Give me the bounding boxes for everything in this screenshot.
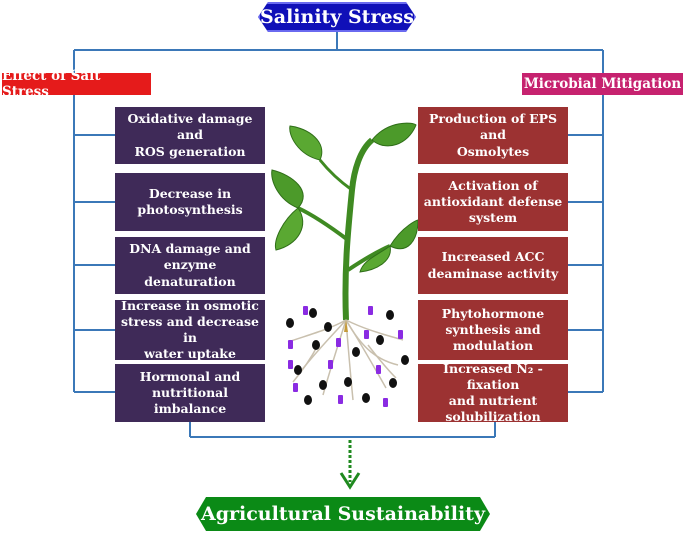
down-arrow-icon [339,440,361,490]
mitigation-box-2: Activation of antioxidant defense system [418,173,568,231]
effect-text: DNA damage and enzyme denaturation [129,241,251,289]
mitigation-box-3: Increased ACC deaminase activity [418,237,568,294]
mitigation-heading: Microbial Mitigation [522,73,683,95]
mitigation-heading-text: Microbial Mitigation [523,76,682,92]
effect-box-4: Increase in osmotic stress and decrease … [115,297,265,362]
mitigation-text: Increased ACC deaminase activity [427,249,559,281]
outcome-banner: Agricultural Sustainability [196,497,490,531]
mitigation-box-1: Production of EPS and Osmolytes [418,107,568,164]
mitigation-text: Activation of antioxidant defense system [423,177,563,226]
title-text: Salinity Stress [260,6,414,28]
title-banner: Salinity Stress [258,2,416,32]
mitigation-text: Phytohormone synthesis and modulation [441,305,545,354]
effect-text: Hormonal and nutritional imbalance [139,368,241,417]
effect-heading: Effect of Salt Stress [2,68,151,100]
mitigation-box-4: Phytohormone synthesis and modulation [418,300,568,360]
effect-heading-text: Effect of Salt Stress [2,68,101,100]
plant-illustration [271,122,418,407]
outcome-text: Agricultural Sustainability [200,503,486,525]
effect-box-2: Decrease in photosynthesis [115,173,265,231]
effect-text: Increase in osmotic stress and decrease … [121,297,259,362]
effect-text: Oxidative damage and ROS generation [127,111,253,159]
effect-box-5: Hormonal and nutritional imbalance [115,364,265,422]
effect-text: Decrease in photosynthesis [137,185,243,217]
effect-box-1: Oxidative damage and ROS generation [115,107,265,164]
mitigation-box-5: Increased N₂ -fixation and nutrient solu… [418,361,568,424]
mitigation-text: Production of EPS and Osmolytes [428,111,558,159]
mitigation-text: Increased N₂ -fixation and nutrient solu… [443,360,543,425]
effect-box-3: DNA damage and enzyme denaturation [115,237,265,294]
